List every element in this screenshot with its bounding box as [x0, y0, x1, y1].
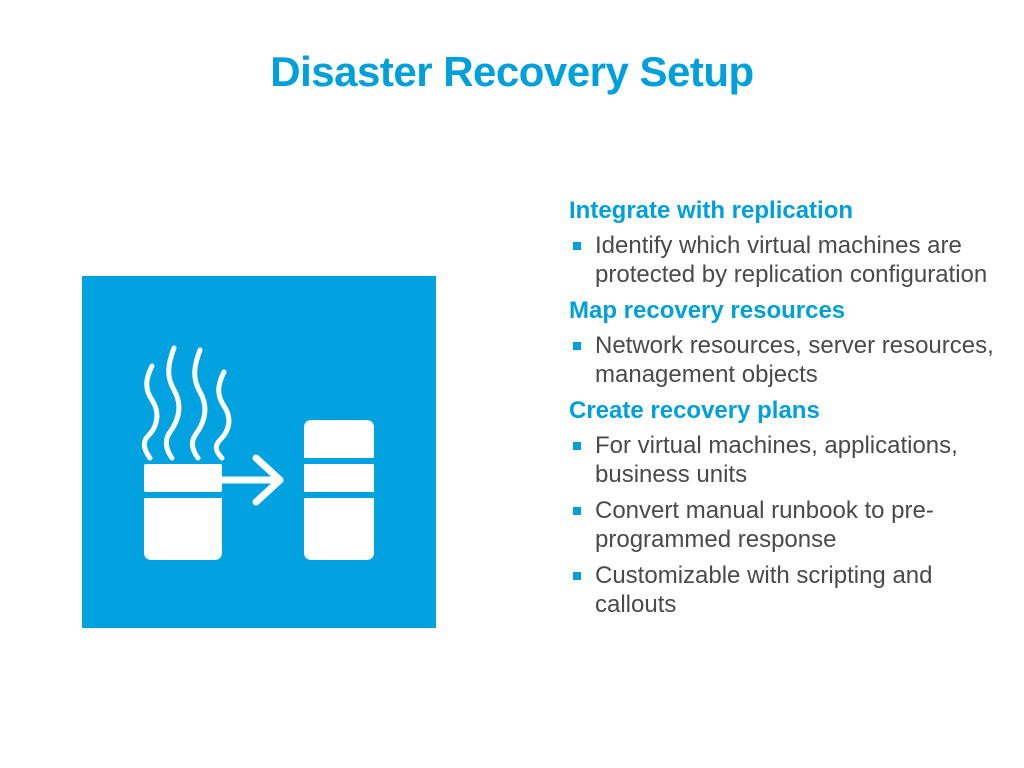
- square-bullet-icon: [573, 572, 581, 580]
- list-item: For virtual machines, applications, busi…: [569, 431, 999, 489]
- arrow-right-icon: [218, 454, 284, 506]
- section-heading-plans: Create recovery plans: [569, 397, 820, 424]
- list-item: Identify which virtual machines are prot…: [569, 231, 999, 289]
- square-bullet-icon: [573, 242, 581, 250]
- section-heading-replication: Integrate with replication: [569, 197, 854, 224]
- bullet-list-replication: Identify which virtual machines are prot…: [569, 231, 999, 289]
- heat-waves-icon: [141, 345, 232, 461]
- section-heading-resources: Map recovery resources: [569, 297, 846, 324]
- illustration-panel: [82, 276, 436, 628]
- bullet-text: Identify which virtual machines are prot…: [595, 232, 988, 288]
- bullet-list-resources: Network resources, server resources, man…: [569, 331, 999, 389]
- list-item: Convert manual runbook to pre-programmed…: [569, 496, 999, 554]
- slide-title: Disaster Recovery Setup: [270, 48, 754, 95]
- list-item: Network resources, server resources, man…: [569, 331, 999, 389]
- target-server-icon: [304, 420, 374, 560]
- list-item: Customizable with scripting and callouts: [569, 561, 999, 619]
- bullet-text: Convert manual runbook to pre-programmed…: [595, 497, 934, 553]
- square-bullet-icon: [573, 442, 581, 450]
- bullet-list-plans: For virtual machines, applications, busi…: [569, 431, 999, 619]
- server-replication-icon: [141, 345, 374, 560]
- content-column: Integrate with replication Identify whic…: [569, 196, 999, 626]
- source-server-icon: [144, 464, 222, 560]
- square-bullet-icon: [573, 342, 581, 350]
- bullet-text: Network resources, server resources, man…: [595, 332, 994, 388]
- square-bullet-icon: [573, 507, 581, 515]
- bullet-text: For virtual machines, applications, busi…: [595, 432, 958, 488]
- bullet-text: Customizable with scripting and callouts: [595, 562, 933, 618]
